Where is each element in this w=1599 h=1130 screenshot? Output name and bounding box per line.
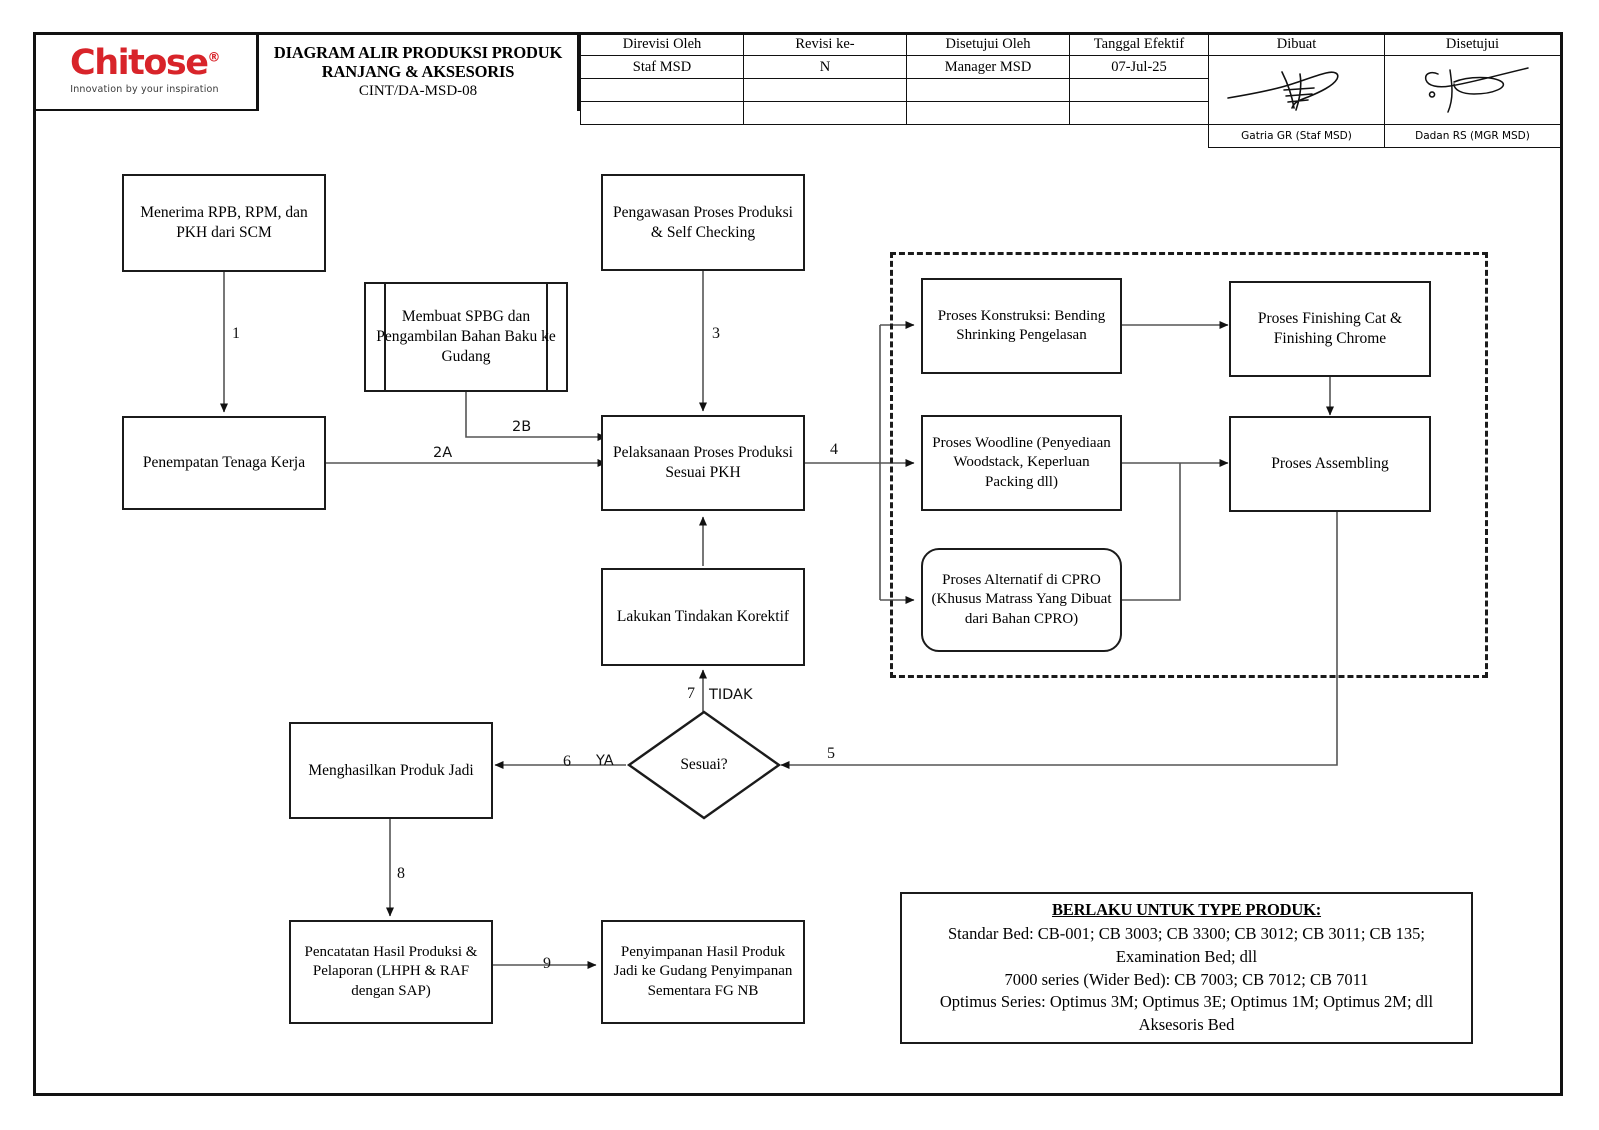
edge-label-9: 9 (543, 955, 551, 972)
note-title: BERLAKU UNTUK TYPE PRODUK: (1051, 900, 1322, 920)
document-title-line2: RANJANG & AKSESORIS (321, 62, 515, 81)
col-header-tanggal-efektif: Tanggal Efektif (1069, 32, 1209, 56)
node-proses-finishing[interactable]: Proses Finishing Cat & Finishing Chrome (1229, 281, 1431, 377)
node-menghasilkan-produk-jadi[interactable]: Menghasilkan Produk Jadi (289, 722, 493, 819)
document-title-line1: DIAGRAM ALIR PRODUKSI PRODUK (273, 42, 563, 62)
decision-sesuai-label: Sesuai? (680, 756, 728, 773)
cell-tanggal-value: 07-Jul-25 (1069, 55, 1209, 79)
node-menerima-rpb[interactable]: Menerima RPB, RPM, dan PKH dari SCM (122, 174, 326, 272)
node-proses-konstruksi[interactable]: Proses Konstruksi: Bending Shrinking Pen… (921, 278, 1122, 374)
cell-tanggal-empty2 (1069, 101, 1209, 125)
signature-name-dibuat: Gatria GR (Staf MSD) (1208, 124, 1385, 148)
node-membuat-spbg-label: Membuat SPBG dan Pengambilan Bahan Baku … (376, 307, 556, 366)
edge-label-8: 8 (397, 865, 405, 882)
signature-mark-icon (1226, 71, 1339, 111)
cell-direvisi-empty2 (580, 101, 744, 125)
node-pelaksanaan-proses[interactable]: Pelaksanaan Proses Produksi Sesuai PKH (601, 415, 805, 511)
company-logo: Chitose® Innovation by your inspiration (33, 32, 259, 111)
logo-text: Chitose (70, 43, 209, 83)
node-penempatan-tenaga-kerja[interactable]: Penempatan Tenaga Kerja (122, 416, 326, 510)
col-header-revisi-ke: Revisi ke- (743, 32, 907, 56)
signature-name-disetujui: Dadan RS (MGR MSD) (1384, 124, 1561, 148)
signature-dibuat (1208, 55, 1385, 125)
approval-table: Direvisi Oleh Revisi ke- Disetujui Oleh … (580, 32, 1561, 148)
edge-label-5: 5 (827, 745, 835, 762)
logo-tagline: Innovation by your inspiration (70, 84, 219, 95)
logo-wordmark: Chitose® (70, 43, 220, 83)
note-line-2: Examination Bed; dll (1115, 946, 1258, 966)
col-header-direvisi: Direvisi Oleh (580, 32, 744, 56)
predefined-process-bars-icon (384, 282, 548, 392)
cell-revisi-empty2 (743, 101, 907, 125)
note-line-5: Aksesoris Bed (1138, 1015, 1235, 1035)
node-membuat-spbg[interactable]: Membuat SPBG dan Pengambilan Bahan Baku … (364, 282, 568, 392)
production-process-group (890, 252, 1488, 678)
diamond-shape-icon (626, 710, 782, 820)
node-pengawasan-proses[interactable]: Pengawasan Proses Produksi & Self Checki… (601, 174, 805, 271)
product-types-note: BERLAKU UNTUK TYPE PRODUK: Standar Bed: … (900, 892, 1473, 1044)
signature-disetujui (1384, 55, 1561, 125)
signature-mark-icon (1424, 67, 1529, 113)
edge-label-7: 7 (687, 685, 695, 702)
node-lakukan-tindakan-korektif[interactable]: Lakukan Tindakan Korektif (601, 568, 805, 666)
cell-revisi-value: N (743, 55, 907, 79)
edge-label-2a: 2A (433, 445, 453, 461)
node-proses-assembling[interactable]: Proses Assembling (1229, 416, 1431, 512)
node-proses-woodline[interactable]: Proses Woodline (Penyediaan Woodstack, K… (921, 415, 1122, 511)
document-code: CINT/DA-MSD-08 (358, 83, 478, 100)
decision-sesuai[interactable]: Sesuai? (626, 709, 782, 821)
registered-trademark-icon: ® (207, 50, 220, 66)
col-header-disetujui-oleh: Disetujui Oleh (906, 32, 1070, 56)
edge-label-3: 3 (712, 325, 720, 342)
cell-direvisi-value: Staf MSD (580, 55, 744, 79)
edge-label-4: 4 (830, 441, 838, 458)
col-header-dibuat: Dibuat (1208, 32, 1385, 56)
edge-label-6: 6 (563, 753, 571, 770)
document-title-block: DIAGRAM ALIR PRODUKSI PRODUK RANJANG & A… (259, 32, 580, 111)
note-line-3: 7000 series (Wider Bed): CB 7003; CB 701… (1004, 969, 1369, 989)
cell-disetujui-empty (906, 78, 1070, 102)
edge-label-tidak: TIDAK (709, 687, 753, 703)
node-proses-alternatif-cpro[interactable]: Proses Alternatif di CPRO (Khusus Matras… (921, 548, 1122, 652)
node-penyimpanan-hasil[interactable]: Penyimpanan Hasil Produk Jadi ke Gudang … (601, 920, 805, 1024)
edge-label-ya: YA (596, 753, 614, 769)
document-header: Chitose® Innovation by your inspiration … (33, 32, 1563, 148)
edge-label-1: 1 (232, 325, 240, 342)
col-header-disetujui-sign: Disetujui (1384, 32, 1561, 56)
note-line-4: Optimus Series: Optimus 3M; Optimus 3E; … (939, 992, 1434, 1012)
edge-label-2b: 2B (512, 419, 532, 435)
node-pencatatan-hasil[interactable]: Pencatatan Hasil Produksi & Pelaporan (L… (289, 920, 493, 1024)
note-line-1: Standar Bed: CB-001; CB 3003; CB 3300; C… (947, 923, 1426, 943)
